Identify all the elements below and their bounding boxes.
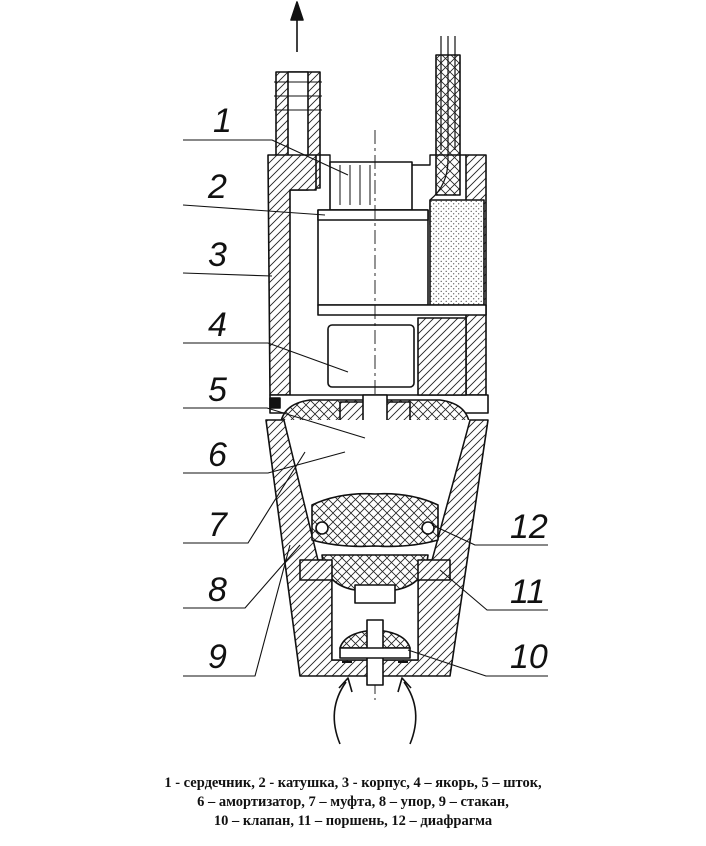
pump-cross-section-diagram: 1 2 3 4 5 6 7 8 9 10 11 12 [182,1,548,745]
label-9: 9 [208,638,227,676]
label-6: 6 [208,436,227,474]
label-11: 11 [510,573,545,611]
power-cable [429,36,461,225]
caption-line-2: 6 – амортизатор, 7 – муфта, 8 – упор, 9 … [197,794,509,810]
caption-line-1: 1 - сердечник, 2 - катушка, 3 - корпус, … [164,775,542,791]
label-1: 1 [213,102,232,140]
label-5: 5 [208,371,227,409]
label-10: 10 [510,638,548,676]
stop [299,559,451,581]
label-7: 7 [208,506,228,544]
label-4: 4 [208,306,227,344]
leader-lines [182,139,548,677]
piston [321,554,429,604]
inlet-arrows [333,677,417,745]
core [329,161,413,211]
valve [339,619,411,686]
caption-line-3: 10 – клапан, 11 – поршень, 12 – диафрагм… [213,813,493,829]
label-3: 3 [208,236,227,274]
coil [317,199,485,306]
outlet-arrow [290,1,304,52]
armature [317,304,487,396]
label-12: 12 [510,508,548,546]
diaphragm [311,492,439,548]
label-8: 8 [208,571,227,609]
part-labels: 1 2 3 4 5 6 7 8 9 10 11 12 [207,102,548,676]
label-2: 2 [207,168,227,206]
